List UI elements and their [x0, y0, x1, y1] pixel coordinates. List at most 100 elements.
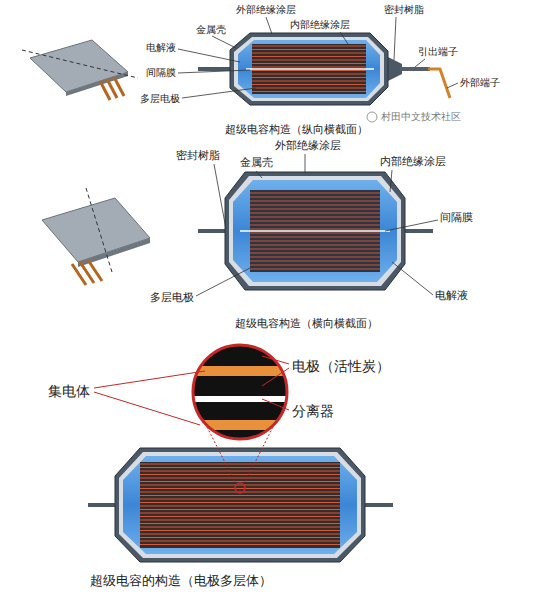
- electrode-stripes: [250, 196, 380, 197]
- longitudinal-section: [198, 33, 450, 105]
- part-label: 内部绝缘涂层: [290, 19, 350, 31]
- electrode-stripes: [252, 80, 366, 81]
- part-label: 引出端子: [418, 46, 458, 58]
- electrode-stripes: [140, 540, 340, 541]
- leader-lines: [256, 171, 262, 178]
- watermark: 村田中文技术社区: [381, 111, 461, 123]
- magnifier: [190, 340, 290, 444]
- electrode-stripes: [140, 470, 340, 471]
- electrode-stripes: [252, 63, 366, 64]
- leader-lines: [262, 368, 289, 386]
- cell-3d-view: [22, 50, 138, 78]
- electrode-stripes: [140, 519, 340, 520]
- leader-lines: [266, 17, 272, 34]
- leader-lines: [178, 70, 250, 73]
- magnifier: [190, 340, 290, 444]
- electrode-stripes: [252, 66, 366, 67]
- electrode-stripes: [250, 224, 380, 225]
- electrode-stripes: [252, 84, 366, 85]
- electrode-stripes: [252, 77, 366, 78]
- cell-3d-view: [22, 40, 138, 100]
- stack-section: [88, 448, 393, 562]
- electrode-stripes: [250, 216, 380, 217]
- leader-lines: [340, 32, 348, 44]
- magnifier: [190, 396, 290, 402]
- electrode-stripes: [140, 467, 340, 468]
- longitudinal-section: [400, 67, 430, 71]
- electrode-stripes: [250, 236, 380, 237]
- transverse-section: [225, 172, 405, 290]
- electrode-stripes: [250, 268, 380, 269]
- part-label: 密封树脂: [176, 150, 220, 163]
- electrode-stripes: [250, 252, 380, 253]
- electrode-stripes: [140, 477, 340, 478]
- electrode-stripes: [140, 512, 340, 513]
- leader-lines: [182, 88, 256, 98]
- electrode-stripes: [252, 52, 366, 53]
- electrode-stripes: [250, 220, 380, 221]
- electrode-stripes: [140, 502, 340, 503]
- electrode-stripes: [250, 212, 380, 213]
- leader-lines: [392, 262, 433, 295]
- leader-lines: [178, 49, 240, 62]
- longitudinal-section: [230, 33, 388, 105]
- electrode-stripes: [140, 495, 340, 496]
- electrode-stripes: [250, 256, 380, 257]
- stack-section: [123, 456, 357, 554]
- leader-lines: [415, 59, 425, 67]
- leader-lines: [94, 356, 289, 425]
- magnifier: [235, 483, 245, 493]
- cell-3d-view: [88, 260, 102, 281]
- longitudinal-section: [238, 40, 380, 98]
- leader-lines: [212, 36, 236, 48]
- transverse-section: [233, 180, 397, 282]
- magnifier: [244, 427, 273, 484]
- leader-lines: [390, 170, 392, 192]
- figure-caption: 超级电容构造（纵向横截面）: [225, 124, 368, 137]
- cell-3d-view: [30, 40, 128, 92]
- stack-section: [140, 462, 340, 548]
- electrode-stripes: [140, 464, 340, 545]
- electrode-stripes: [250, 204, 380, 205]
- transverse-section: [240, 230, 390, 232]
- cell-3d-view: [42, 188, 150, 285]
- cell-3d-view: [66, 72, 128, 96]
- electrode-stripes: [140, 481, 340, 482]
- part-label: 集电体: [48, 383, 90, 399]
- electrode-stripes: [140, 516, 340, 517]
- part-label: 间隔膜: [440, 212, 473, 225]
- electrode-stripes: [250, 200, 380, 201]
- part-label: 多层电极: [150, 292, 194, 305]
- leader-lines: [262, 399, 289, 410]
- electrode-stripes: [250, 228, 380, 229]
- magnifier: [207, 427, 236, 484]
- leader-lines: [196, 268, 250, 296]
- electrode-stripes: [250, 260, 380, 261]
- electrode-stripes: [140, 505, 340, 506]
- electrode-stripes: [252, 91, 366, 92]
- part-label: 金属壳: [196, 24, 226, 36]
- part-label: 电极（活性炭）: [292, 358, 390, 374]
- electrode-stripes: [252, 73, 366, 74]
- transverse-section: [229, 176, 401, 286]
- cell-3d-view: [114, 77, 124, 96]
- electrode-stripes: [140, 509, 340, 510]
- electrode-stripes: [140, 530, 340, 531]
- cell-3d-view: [42, 198, 150, 262]
- electrode-stripes: [252, 45, 366, 46]
- electrode-stripes: [140, 463, 340, 464]
- watermark-icon: [367, 112, 377, 122]
- electrode-stripes: [140, 474, 340, 475]
- part-label: 电解液: [435, 290, 468, 303]
- leader-lines: [262, 356, 289, 364]
- electrode-stripes: [252, 59, 366, 60]
- figure-caption: 超级电容的构造（电极多层体）: [90, 574, 272, 589]
- leader-lines: [385, 220, 438, 231]
- part-label: 外部绝缘涂层: [236, 4, 296, 16]
- electrode-stripes: [250, 208, 380, 209]
- electrode-stripes: [140, 498, 340, 499]
- part-label: 间隔膜: [146, 67, 176, 79]
- part-label: 电解液: [146, 42, 176, 54]
- magnifier: [190, 340, 290, 493]
